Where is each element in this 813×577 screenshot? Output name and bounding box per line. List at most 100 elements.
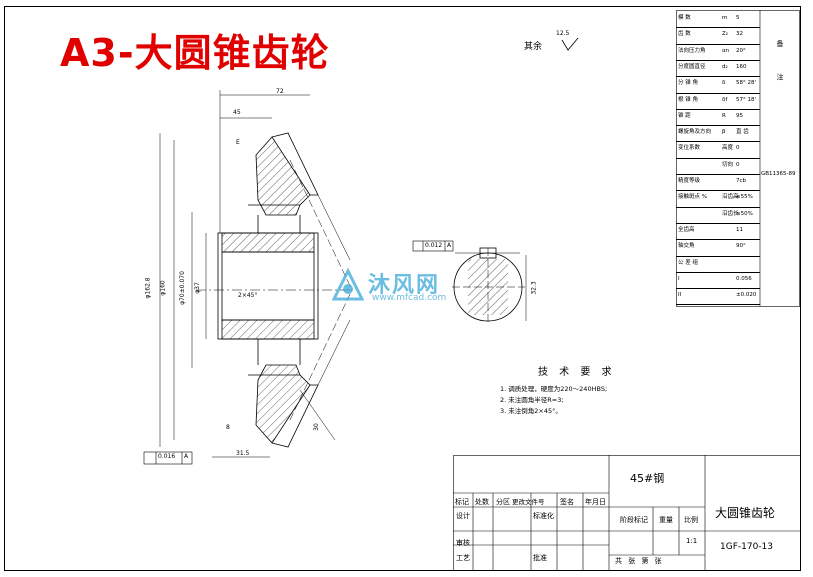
tech-item: 3. 未注倒角2×45°。 [500,407,562,415]
title-block-grid [453,455,801,571]
param-value: 7cb [736,178,747,184]
tb-review: 审核 [456,539,470,547]
param-row-divider [676,92,760,94]
tb-mark: 标记 [455,498,469,506]
tol-right: 0.012 [425,242,443,249]
param-value: 直 齿 [736,129,749,136]
tb-sheets: 共 张 第 张 [615,557,664,565]
tb-count: 处数 [475,498,489,506]
param-symbol: δ [722,80,726,87]
param-row-divider [676,271,760,273]
param-row-divider [676,174,760,175]
param-row-divider [676,27,760,29]
param-value: ≥55% [736,194,753,201]
dim-e: E [236,139,240,146]
param-name: 螺旋角及方向 [678,129,712,136]
param-value: 5 [736,15,740,21]
param-name: 精度等级 [678,178,701,184]
dim-phi162: φ162.8 [144,277,152,299]
dim-phi37: φ37 [193,282,201,294]
param-row-divider [676,43,760,45]
tb-stage: 阶段标记 [620,516,648,524]
param-row-divider [676,222,760,224]
param-name: 变位系数 [678,145,701,152]
tb-design: 设计 [456,512,470,520]
param-symbol: 高度 [722,145,734,152]
param-value: 58° 28' [736,80,757,87]
param-value: 11 [736,226,743,233]
tb-sign: 签名 [560,498,574,506]
drawing-no: 1GF-170-13 [720,542,774,552]
tech-item: 2. 未注圆角半径R=3; [500,396,564,404]
param-value: 0 [736,161,740,168]
watermark-text: 沐风网 [368,273,441,298]
param-row-divider [676,141,760,143]
dim-31: 31.5 [236,450,250,457]
watermark-url: www.mfcad.com [372,293,447,303]
dim-45: 45 [233,109,241,116]
param-row-divider [676,304,760,306]
surface-note-value: 12.5 [556,30,570,37]
param-row-divider [676,125,760,127]
dim-phi160: φ160 [159,280,167,296]
param-symbol: d₂ [722,63,728,70]
part-name: 大圆锥齿轮 [715,506,776,520]
param-name: 齿 数 [678,31,691,38]
param-symbol: 沿齿高 [722,194,739,201]
remark-label: 备 注 [776,40,784,93]
material: 45#钢 [630,472,665,485]
param-name: II [678,292,682,299]
param-name: 公 差 组 [678,259,698,266]
param-name: I [678,275,680,282]
tb-zone: 分区 [496,498,510,506]
roughness-symbol-icon [561,38,579,51]
tol-left: 0.016 [158,453,176,460]
dim-phi70: φ70±0.070 [178,271,186,305]
param-name: 法向压力角 [678,47,706,54]
dim-32: 32.3 [530,281,538,295]
param-name: 锥 距 [678,112,691,119]
param-name: 根 锥 角 [678,96,698,103]
param-name: 全齿高 [678,226,695,233]
param-name: 轴交角 [678,243,695,250]
tb-date: 年月日 [585,498,606,506]
param-symbol: β [722,129,726,136]
param-value: ≥50% [736,210,753,217]
dim-72: 72 [276,88,284,95]
param-name: 分 锥 角 [678,80,698,87]
param-symbol: αn [722,47,730,54]
param-value: 0.056 [736,275,752,282]
param-row-divider [676,108,760,110]
param-row-divider [676,190,760,192]
tb-scale: 1:1 [686,537,698,545]
param-value: 90° [736,243,746,250]
param-row-divider [676,59,760,61]
param-symbol: 切向 [722,161,734,168]
param-symbol: 沿齿长 [722,210,739,217]
dim-chamfer: 2×45° [238,292,258,299]
surface-note-label: 其余 [524,42,543,52]
tb-standardize: 标准化 [533,512,554,520]
param-value: 32 [736,31,743,38]
param-standard: GB11365-89 [761,171,796,177]
title-banner: A3-大圆锥齿轮 [60,31,330,75]
param-value: 160 [736,63,747,70]
param-row-divider [676,288,760,290]
dim-a30: 30 [312,423,320,431]
param-name: 分度圆直径 [678,63,706,70]
param-row-divider [676,239,760,241]
datum-right: A [447,242,452,249]
watermark: 沐风网 www.mfcad.com [328,263,468,313]
tb-scale-label: 比例 [684,516,698,524]
tb-weight: 重量 [659,516,673,524]
param-value: 57° 18' [736,96,757,103]
param-symbol: R [722,112,726,119]
watermark-logo-icon [331,267,365,301]
tb-process: 工艺 [456,554,470,562]
drawing-frame [4,6,801,571]
datum-left: A [184,453,189,460]
param-symbol: δf [722,96,728,103]
param-symbol: m [722,15,728,21]
dim-a8: 8 [226,424,230,431]
